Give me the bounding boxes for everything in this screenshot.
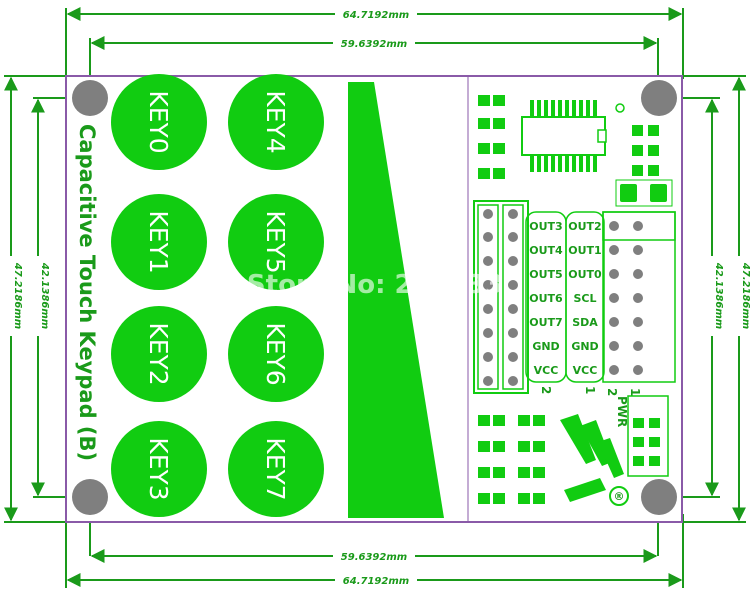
pin-label: OUT7 xyxy=(529,316,562,329)
dimension-right-inner: 42.1386mm xyxy=(705,98,724,497)
dimension-label-left-outer: 47.2186mm xyxy=(12,262,23,329)
key-label: KEY4 xyxy=(261,90,290,153)
key-pad-5: KEY5 xyxy=(228,194,324,290)
pin-label: OUT2 xyxy=(568,220,601,233)
pin-label: SDA xyxy=(572,316,598,329)
key-pad-0: KEY0 xyxy=(111,74,207,170)
dimension-bottom-inner: 59.6392mm xyxy=(90,549,658,563)
board-title: Capacitive Touch Keypad (B) xyxy=(75,124,99,461)
right-header-pin-label-1: 1 xyxy=(628,388,642,396)
pin-label: OUT5 xyxy=(529,268,562,281)
dimension-label-bottom-inner: 59.6392mm xyxy=(341,552,407,563)
pwr-label: PWR xyxy=(615,396,629,427)
key-pad-1: KEY1 xyxy=(111,194,207,290)
key-pad-7: KEY7 xyxy=(228,421,324,517)
mounting-hole xyxy=(72,479,108,515)
key-label: KEY6 xyxy=(261,322,290,385)
ic-chip xyxy=(521,100,625,172)
slider-pad xyxy=(348,82,444,518)
smd-pads-bottom xyxy=(478,415,660,504)
key-label: KEY5 xyxy=(261,210,290,273)
dimension-left-outer: 47.2186mm xyxy=(4,76,23,522)
watermark: Store No: 216233 xyxy=(247,270,503,300)
registered-mark: ® xyxy=(609,486,629,506)
key-pads: KEY0 KEY1 KEY2 KEY3 KEY4 KEY5 KEY6 KEY7 xyxy=(111,74,324,517)
smd-pads-top xyxy=(478,95,505,179)
pin-label: VCC xyxy=(573,364,598,377)
pin-label: OUT0 xyxy=(568,268,602,281)
key-label: KEY7 xyxy=(261,437,290,500)
dimension-right-outer: 47.2186mm xyxy=(732,76,750,522)
mounting-hole xyxy=(641,80,677,116)
key-label: KEY1 xyxy=(144,210,173,273)
dimension-label-top-outer: 64.7192mm xyxy=(343,10,409,21)
mounting-hole xyxy=(72,80,108,116)
right-pin-header: 2 1 PWR xyxy=(602,211,676,427)
key-label: KEY0 xyxy=(144,90,173,153)
smd-pads-right xyxy=(632,125,659,176)
dimension-top-outer: 64.7192mm xyxy=(66,7,683,21)
dimension-bottom-outer: 64.7192mm xyxy=(66,573,683,587)
svg-text:®: ® xyxy=(614,490,625,503)
right-header-pin-label-2: 2 xyxy=(605,388,619,396)
dimension-label-right-inner: 42.1386mm xyxy=(713,262,724,329)
mounting-holes xyxy=(72,80,677,515)
capacitor-pads xyxy=(615,179,673,207)
key-pad-2: KEY2 xyxy=(111,306,207,402)
key-pad-3: KEY3 xyxy=(111,421,207,517)
key-pad-6: KEY6 xyxy=(228,306,324,402)
pin-label: SCL xyxy=(573,292,596,305)
pin-label: OUT6 xyxy=(529,292,563,305)
left-pin-header: 2 1 xyxy=(473,200,597,394)
key-pad-4: KEY4 xyxy=(228,74,324,170)
dimension-left-inner: 42.1386mm xyxy=(31,98,50,497)
pin-label: GND xyxy=(532,340,559,353)
mounting-hole xyxy=(641,479,677,515)
dimension-label-top-inner: 59.6392mm xyxy=(341,39,407,50)
pin-label: VCC xyxy=(534,364,559,377)
component-outline xyxy=(627,395,669,477)
dimension-label-bottom-outer: 64.7192mm xyxy=(343,576,409,587)
left-header-pin-label-1: 1 xyxy=(583,386,597,394)
dimension-top-inner: 59.6392mm xyxy=(90,36,658,50)
key-label: KEY2 xyxy=(144,322,173,385)
pin-label: OUT3 xyxy=(529,220,562,233)
pin-label: OUT4 xyxy=(529,244,563,257)
key-label: KEY3 xyxy=(144,437,173,500)
left-header-pin-label-2: 2 xyxy=(539,386,553,394)
pin-label: GND xyxy=(571,340,598,353)
pin-label-blocks: OUT3 OUT4 OUT5 OUT6 OUT7 GND VCC OUT2 OU… xyxy=(525,211,605,383)
waveshare-logo xyxy=(560,414,624,502)
pin-label: OUT1 xyxy=(568,244,601,257)
dimension-label-right-outer: 47.2186mm xyxy=(740,262,750,329)
dimension-label-left-inner: 42.1386mm xyxy=(39,262,50,329)
